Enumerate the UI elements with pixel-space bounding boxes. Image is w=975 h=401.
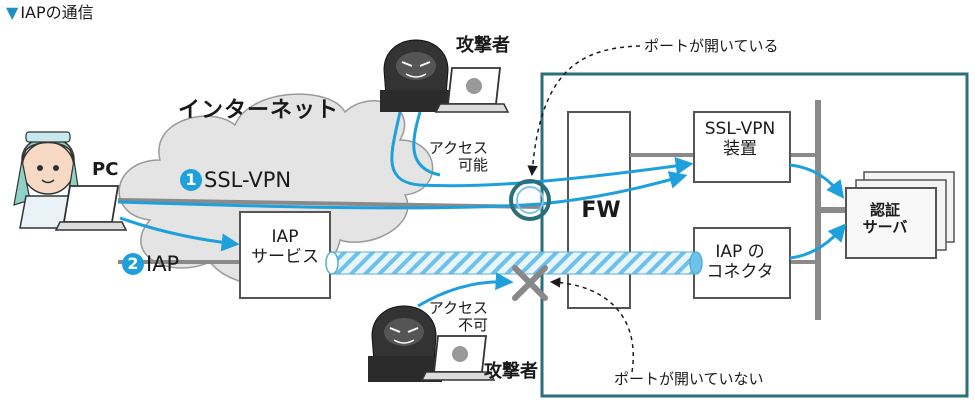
attacker-access-arrows <box>390 111 694 188</box>
conn-to-auth-arrow <box>789 223 847 260</box>
iap-service-label: IAP サービス <box>251 227 319 267</box>
auth-server-label: 認証 サーバ <box>862 201 908 237</box>
access-allowed-label: アクセス 可能 <box>428 139 489 175</box>
route-1-badge: 1 <box>180 169 202 191</box>
diagram-title: ▼IAPの通信 <box>6 3 94 22</box>
blocked-attack-arrow <box>417 272 514 308</box>
internet-label: インターネット <box>178 98 340 123</box>
iap-connector-box <box>693 227 791 299</box>
attacker-bottom-icon <box>368 305 496 382</box>
attacker-top-icon <box>380 39 510 113</box>
port-open-callout <box>527 45 641 177</box>
port-closed-callout <box>549 277 634 373</box>
open-port-circle <box>509 179 551 221</box>
blocked-x-icon <box>512 265 548 301</box>
port-closed-note: ポートが開いていない <box>614 370 764 388</box>
title-marker-icon: ▼ <box>6 3 19 22</box>
auth-server-icon <box>845 171 955 259</box>
attacker-top-label: 攻撃者 <box>456 35 510 56</box>
fw-box <box>567 111 631 309</box>
fw-label: FW <box>581 198 621 223</box>
route-2-badge: 2 <box>122 253 144 275</box>
attacker-bottom-label: 攻撃者 <box>484 361 538 382</box>
ssl-vpn-box <box>693 111 791 183</box>
access-denied-label: アクセス 不可 <box>428 299 489 335</box>
ssl-vpn-route-arrow <box>117 171 688 210</box>
port-open-note: ポートが開いている <box>644 37 779 55</box>
iap-tunnel <box>325 251 703 275</box>
ssl-to-auth-arrow <box>789 163 845 199</box>
pc-label: PC <box>92 159 119 180</box>
ssl-vpn-device-label: SSL-VPN 装置 <box>704 119 776 159</box>
pc-user-icon <box>13 131 128 231</box>
iap-connector-label: IAP の コネクタ <box>706 242 774 282</box>
iap-route-arrow <box>119 216 240 252</box>
